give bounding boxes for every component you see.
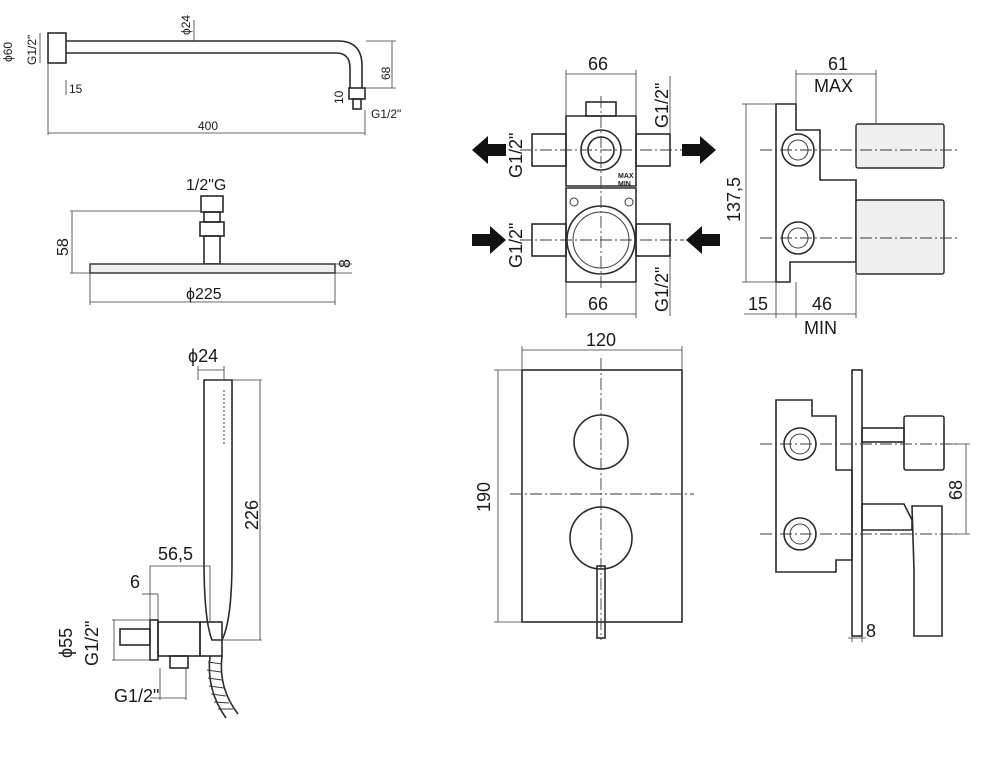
shower-head-stem bbox=[203, 235, 221, 265]
valve-side-dim-15: 15 bbox=[748, 294, 768, 314]
shower-head-thread: 1/2"G bbox=[186, 177, 226, 194]
valve-side-spindle-bottom bbox=[855, 199, 945, 275]
shower-head-thickness-8: 8 bbox=[337, 259, 354, 268]
valve-side-height-137-5: 137,5 bbox=[724, 177, 744, 222]
hand-shower-thread-bottom: G1/2" bbox=[114, 686, 159, 706]
hand-shower-flange bbox=[149, 619, 159, 661]
shower-arm-dim-15: 15 bbox=[69, 82, 83, 96]
shower-arm-dia-60: ϕ60 bbox=[1, 42, 15, 62]
shower-head-height-58: 58 bbox=[55, 238, 72, 256]
mixer-side-drawing: 68 8 bbox=[760, 369, 970, 642]
cover-plate-height-190: 190 bbox=[474, 482, 494, 512]
hand-shower-inlet bbox=[119, 628, 151, 646]
hand-shower-holder bbox=[157, 621, 201, 657]
shower-arm-length-400: 400 bbox=[198, 119, 218, 133]
hand-shower-dia-24: ϕ24 bbox=[188, 346, 218, 366]
hand-shower-dia-55: ϕ55 bbox=[56, 628, 76, 658]
mixer-side-lever bbox=[911, 505, 943, 637]
shower-head-dia-225: ϕ225 bbox=[186, 286, 222, 303]
valve-side-max: MAX bbox=[814, 76, 853, 96]
shower-head-neck bbox=[203, 211, 221, 223]
mixer-side-body bbox=[775, 399, 853, 573]
hand-shower-hose-ribs bbox=[206, 661, 233, 710]
hand-shower-length-226: 226 bbox=[242, 500, 262, 530]
valve-front-screw bbox=[569, 197, 579, 207]
hand-shower-dim-6: 6 bbox=[130, 572, 140, 592]
mixer-side-plate bbox=[851, 369, 863, 637]
valve-front-thread-right-bottom: G1/2" bbox=[652, 267, 672, 312]
mixer-side-thickness-8: 8 bbox=[866, 621, 876, 641]
valve-front-thread-left-bottom: G1/2" bbox=[506, 223, 526, 268]
mixer-side-height-68: 68 bbox=[946, 480, 966, 500]
shower-arm-dim-10: 10 bbox=[332, 90, 346, 104]
valve-side-width-61: 61 bbox=[828, 54, 848, 74]
hand-shower-hose-right bbox=[220, 655, 239, 715]
hand-shower-dim-56-5: 56,5 bbox=[158, 544, 193, 564]
cover-plate-drawing: 120 190 bbox=[474, 330, 694, 640]
mixer-side-knob bbox=[903, 415, 945, 471]
arrow-left-icon bbox=[686, 226, 720, 254]
hand-shower-outlet bbox=[169, 655, 189, 669]
valve-side-dim-46: 46 bbox=[812, 294, 832, 314]
shower-head-nut bbox=[200, 195, 224, 213]
valve-front-thread-right-top: G1/2" bbox=[652, 83, 672, 128]
valve-front-width-bottom: 66 bbox=[588, 294, 608, 314]
arrow-right-icon bbox=[682, 136, 716, 164]
valve-side-spindle-top bbox=[855, 123, 945, 169]
valve-front-label-min: MIN bbox=[618, 181, 631, 188]
mixer-side-knob-stem bbox=[861, 427, 905, 443]
cover-plate-outline bbox=[521, 369, 683, 623]
shower-arm-dia-24: ϕ24 bbox=[179, 15, 193, 35]
shower-arm-outlet-thread bbox=[352, 98, 362, 110]
hand-shower-thread-side: G1/2" bbox=[82, 621, 102, 666]
shower-arm-flange bbox=[47, 32, 67, 64]
shower-head-plate bbox=[89, 263, 336, 274]
mixer-side-lever-base bbox=[861, 503, 913, 531]
cover-plate-width-120: 120 bbox=[586, 330, 616, 350]
valve-front-label-max: MAX bbox=[618, 173, 634, 180]
shower-head-joint bbox=[199, 221, 225, 237]
shower-arm-tube-bottom bbox=[66, 52, 351, 88]
hand-shower-body bbox=[203, 379, 233, 641]
valve-front-thread-left-top: G1/2" bbox=[506, 133, 526, 178]
arrow-left-icon bbox=[472, 136, 506, 164]
valve-front-drawing: 66 G1/2" G1/2" G1/2" G1/2" 66 MAX MIN bbox=[472, 54, 720, 318]
shower-arm-height-68: 68 bbox=[379, 66, 393, 80]
shower-arm-drawing: ϕ60 G1/2" ϕ24 68 15 10 G1/2" 400 bbox=[1, 15, 401, 135]
hand-shower-drawing: ϕ24 226 56,5 6 ϕ55 G1/2" G1/2" bbox=[56, 346, 262, 719]
shower-arm-thread-right: G1/2" bbox=[371, 107, 401, 121]
valve-side-min: MIN bbox=[804, 318, 837, 338]
shower-arm-tube-top bbox=[66, 40, 363, 88]
shower-arm-outlet bbox=[348, 87, 366, 100]
valve-front-screw bbox=[624, 197, 634, 207]
valve-front-width-top: 66 bbox=[588, 54, 608, 74]
valve-side-body bbox=[775, 103, 857, 283]
valve-side-drawing: 61 MAX 137,5 15 46 MIN bbox=[724, 54, 960, 338]
hand-shower-bracket bbox=[199, 621, 223, 657]
shower-head-drawing: 1/2"G 58 8 ϕ225 bbox=[55, 177, 354, 305]
arrow-right-icon bbox=[472, 226, 506, 254]
shower-arm-thread-left: G1/2" bbox=[25, 35, 39, 65]
